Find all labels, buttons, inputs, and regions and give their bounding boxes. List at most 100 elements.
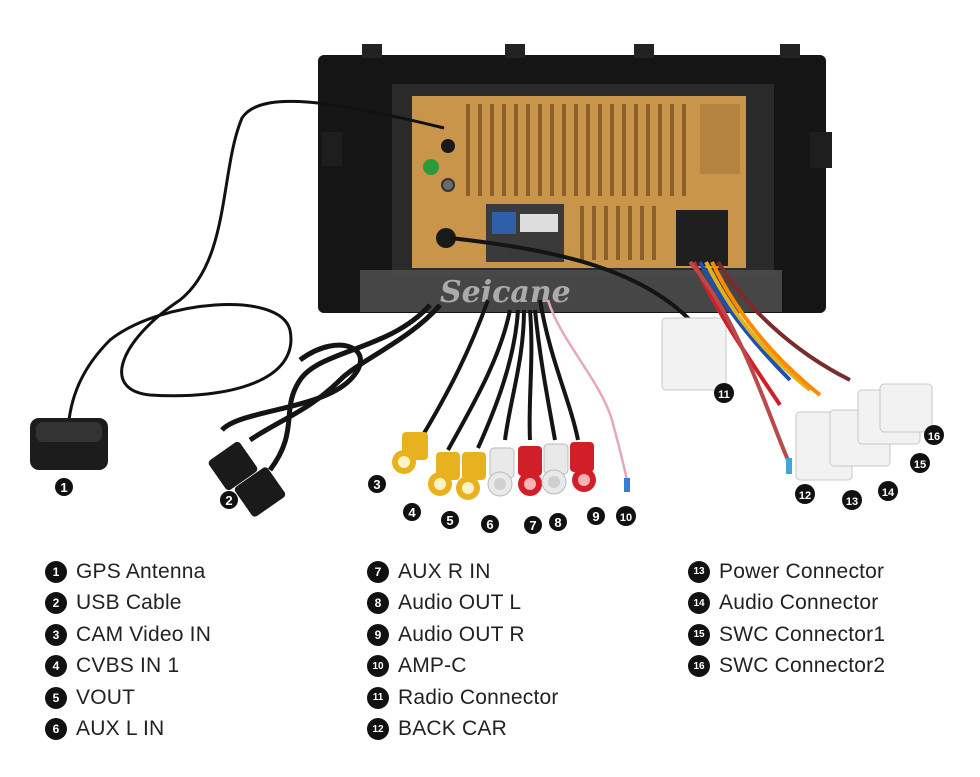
legend-label: AMP-C (398, 654, 467, 678)
back-car-wire-tip (786, 458, 792, 474)
legend-item-cvbs-in: 4 CVBS IN 1 (45, 651, 211, 683)
legend-item-aux-r-in: 7 AUX R IN (367, 556, 559, 588)
legend-number: 14 (688, 592, 710, 615)
svg-text:4: 4 (408, 505, 416, 520)
legend-label: SWC Connector2 (719, 654, 886, 678)
legend-number: 4 (45, 655, 67, 678)
unit-tab (362, 44, 382, 58)
svg-text:11: 11 (718, 389, 730, 401)
legend-number: 11 (367, 686, 389, 709)
legend-label: VOUT (76, 685, 136, 709)
rca-cam-video-in (392, 432, 428, 474)
legend-label: Power Connector (719, 559, 885, 583)
callout-11: 11 (714, 383, 734, 403)
unit-tab (634, 44, 654, 58)
legend-number: 16 (688, 655, 710, 678)
legend-item-swc-connector1: 15 SWC Connector1 (688, 619, 885, 651)
swc-connector2 (879, 383, 933, 433)
callout-3: 3 (368, 475, 386, 493)
legend-number: 3 (45, 623, 67, 646)
usb-plug (234, 467, 286, 517)
usb-cable (220, 303, 442, 472)
power-socket (676, 210, 728, 266)
callout-10: 10 (616, 506, 636, 526)
svg-text:5: 5 (446, 513, 453, 528)
head-unit: Seicane (318, 44, 832, 313)
unit-side-clip (810, 132, 832, 168)
rca-vout (456, 452, 486, 500)
watermark-logo: Seicane (440, 275, 571, 310)
legend-label: AUX R IN (398, 559, 491, 583)
rca-cvbs-in (428, 452, 460, 496)
legend-number: 9 (367, 623, 389, 646)
legend-label: AUX L IN (76, 717, 165, 741)
power-harness (688, 260, 851, 461)
side-vent (700, 104, 740, 174)
callout-12: 12 (795, 484, 815, 504)
callout-6: 6 (481, 515, 499, 533)
iso-connectors (795, 383, 933, 481)
legend-number: 8 (367, 592, 389, 615)
legend-label: USB Cable (76, 591, 182, 615)
legend-item-usb-cable: 2 USB Cable (45, 588, 211, 620)
amp-c-wire (546, 299, 630, 486)
legend-number: 2 (45, 592, 67, 615)
legend-label: Audio OUT R (398, 622, 525, 646)
svg-text:9: 9 (592, 509, 599, 524)
legend-label: CAM Video IN (76, 622, 212, 646)
callout-1: 1 (55, 478, 73, 496)
unit-tab (780, 44, 800, 58)
legend-number: 7 (367, 560, 389, 583)
legend-number: 15 (688, 623, 710, 646)
legend-number: 5 (45, 686, 67, 709)
legend-label: GPS Antenna (76, 559, 206, 583)
unit-side-clip (322, 132, 342, 166)
connector-block (520, 214, 558, 232)
svg-text:15: 15 (914, 459, 926, 471)
legend-item-swc-connector2: 16 SWC Connector2 (688, 651, 885, 683)
callout-8: 8 (549, 513, 567, 531)
unit-tab (505, 44, 525, 58)
svg-text:12: 12 (799, 490, 811, 502)
legend-label: Radio Connector (398, 685, 559, 709)
connector-block (492, 212, 516, 234)
rca-aux-l-in (487, 447, 515, 497)
legend-item-amp-c: 10 AMP-C (367, 651, 559, 683)
rca-aux-r-in (518, 446, 542, 496)
callout-7: 7 (524, 516, 542, 534)
legend-item-cam-video-in: 3 CAM Video IN (45, 619, 211, 651)
radio-connector (449, 236, 727, 391)
svg-text:13: 13 (846, 496, 858, 508)
legend-item-audio-out-r: 9 Audio OUT R (367, 619, 559, 651)
legend-label: SWC Connector1 (719, 622, 886, 646)
gps-antenna-top (36, 422, 102, 442)
svg-text:3: 3 (373, 477, 380, 492)
callouts: 1 2 3 4 5 6 7 8 9 10 11 12 13 14 15 16 (55, 383, 944, 534)
legend-item-radio-connector: 11 Radio Connector (367, 682, 559, 714)
radio-port (436, 228, 456, 248)
rca-connectors (392, 432, 596, 500)
gps-cable (66, 99, 445, 431)
rca-cables (418, 299, 580, 451)
svg-text:6: 6 (486, 517, 493, 532)
amp-c-wire-tip (624, 478, 630, 492)
callout-13: 13 (842, 490, 862, 510)
green-sticker (423, 159, 439, 175)
rca-audio-out-r (570, 442, 596, 492)
gps-antenna (30, 99, 445, 470)
legend-number: 12 (367, 718, 389, 741)
legend-label: CVBS IN 1 (76, 654, 180, 678)
usb-plug (208, 441, 258, 491)
port-hole (441, 139, 455, 153)
callout-15: 15 (910, 453, 930, 473)
heatsink-fins (466, 104, 686, 260)
svg-text:7: 7 (529, 518, 536, 533)
legend-number: 10 (367, 655, 389, 678)
